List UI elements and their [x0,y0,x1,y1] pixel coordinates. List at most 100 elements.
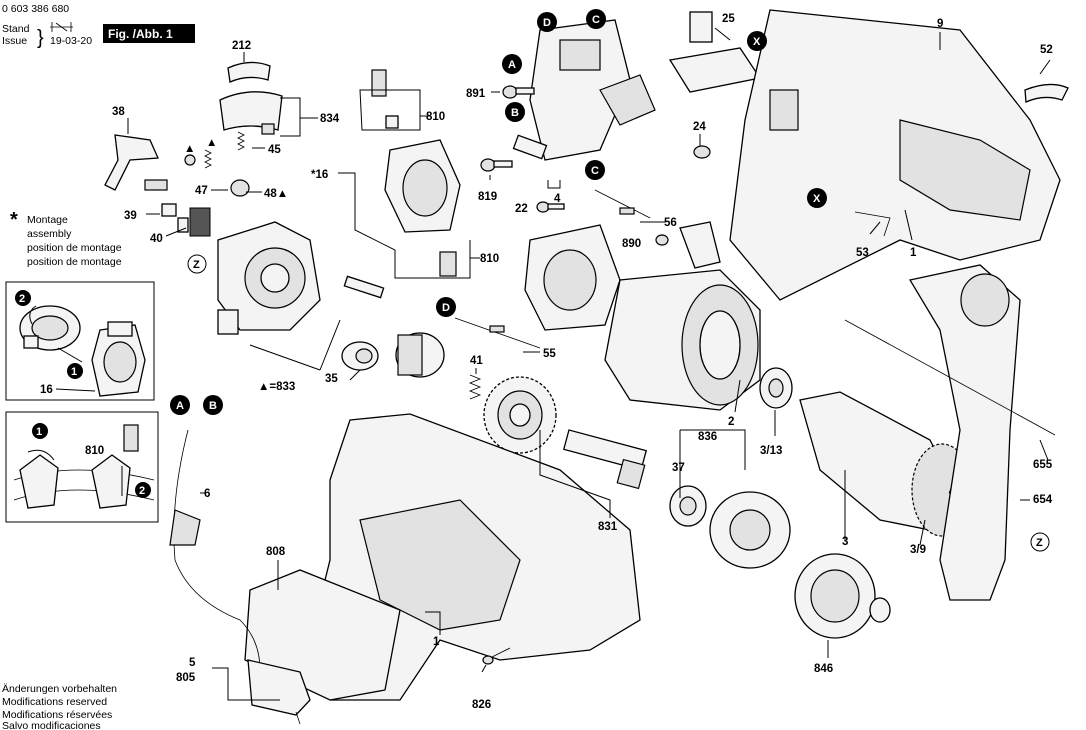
spring-45 [237,131,245,151]
issue-label: Issue [2,35,27,47]
wire-connector-56 [594,189,651,219]
screw-826 [482,647,511,665]
montage-star: * [10,209,18,231]
pin-rod [343,275,385,299]
label-1-body: 1 [433,636,440,648]
svg-text:Z: Z [1036,537,1043,549]
footer-line-en: Modifications reserved [2,696,107,708]
badge-Z-left: Z [187,254,207,274]
label-3: 3 [842,536,848,548]
montage-line-2: assembly [27,228,72,240]
svg-text:D: D [442,302,450,314]
label-3-9: 3/9 [910,544,926,556]
label-655: 655 [1033,459,1053,471]
gear-housing-flange-836 [709,491,791,569]
bearing-35 [341,341,379,371]
depth-gauge-rod-655 [844,319,1056,436]
montage-line-4: position de montage [27,256,122,268]
label-846: 846 [814,663,833,675]
label-45: 45 [268,144,281,156]
callout-badges: D C A B C D X X [170,9,1050,552]
clip-53 [854,211,891,237]
auxiliary-handle-654 [908,264,1021,601]
label-810-upper: 810 [426,111,445,123]
brush-holder-lower [439,224,621,331]
step-2-badge-b: 2 [139,485,145,497]
label-833: ▲=833 [258,381,295,393]
bearing-3-13 [759,367,793,409]
carbon-brush-inset [123,424,139,452]
label-24: 24 [693,121,706,133]
spring-41 [468,374,482,400]
cable-clamp-890 [655,221,721,269]
fig-label: Fig. /Abb. 1 [108,27,173,41]
label-819: 819 [478,191,497,203]
lever-25 [668,11,762,93]
montage-line-3: position de montage [27,242,122,254]
label-6: 6 [204,488,210,500]
screw-819 [480,158,513,172]
handle-cover-808 [244,569,401,701]
montage-note: * Montage assembly position de montage p… [10,209,122,268]
bearing-37 [669,485,707,527]
label-9: 9 [937,18,943,30]
label-890: 890 [622,238,641,250]
inset-box-brush-change: 1 810 2 [5,411,159,523]
switch-clip [512,134,548,160]
power-cable-6 [169,429,261,671]
plug-805 [247,659,311,725]
footer-line-fr: Modifications réservées [2,709,112,721]
fig-label-box [103,24,195,43]
label-3-13: 3/13 [760,445,782,457]
badge-D-top: D [537,12,557,32]
label-831: 831 [598,521,618,533]
label-810-lower: 810 [480,253,499,265]
svg-text:Z: Z [193,259,200,271]
inset-box-brush-plate: 2 1 16 [5,281,155,401]
triangle-marker-1: ▲ [184,143,195,155]
stand-label: Stand [2,23,30,35]
label-16-inset: 16 [40,384,53,396]
depth-stop-assembly [104,134,168,191]
svg-text:B: B [511,107,519,119]
label-47: 47 [195,185,208,197]
label-41: 41 [470,355,483,367]
header: 0 603 386 680 Stand Issue } 19-03-20 Fig… [2,3,195,49]
screw-891 [502,85,535,99]
spindle-shaft [562,429,648,490]
brace-icon: } [37,27,44,49]
brush-clip-right [91,454,131,509]
footer-line-de: Änderungen vorbehalten [2,683,117,695]
clip-52 [1024,83,1069,103]
label-810-inset: 810 [85,445,104,457]
footer-notes: Änderungen vorbehalten Modifications res… [2,683,117,730]
badge-D-mid: D [436,297,456,317]
small-parts-column [161,149,250,237]
label-48: 48▲ [264,188,288,200]
svg-text:B: B [209,400,217,412]
svg-text:A: A [508,59,516,71]
label-22: 22 [515,203,528,215]
large-gear [483,376,557,454]
screw-22 [536,201,565,213]
drill-chuck-846 [794,553,891,639]
label-654: 654 [1033,494,1053,506]
badge-C-top: C [586,9,606,29]
leader-lines [127,27,1051,701]
label-38: 38 [112,106,125,118]
label-834: 834 [320,113,340,125]
step-1-badge: 1 [71,366,77,378]
badge-X-top: X [747,31,767,51]
clutch-gear-block [395,332,445,378]
cover-212 [219,61,283,135]
label-25: 25 [722,13,735,25]
label-4: 4 [554,193,561,205]
svg-text:C: C [591,165,599,177]
wire-connector-55 [454,317,541,349]
label-35: 35 [325,373,338,385]
brush-holder-upper [371,69,461,233]
badge-A-top: A [502,54,522,74]
montage-line-1: Montage [27,214,68,226]
stator-2 [604,269,761,411]
